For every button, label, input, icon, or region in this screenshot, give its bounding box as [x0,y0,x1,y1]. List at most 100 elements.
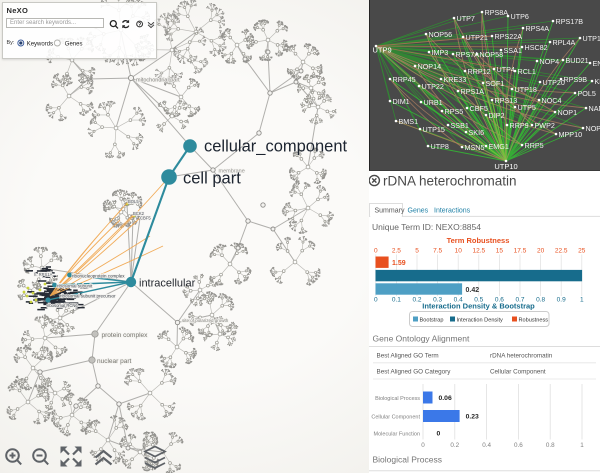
svg-text:UTP18: UTP18 [515,85,537,94]
svg-text:RRP12: RRP12 [468,67,491,76]
svg-text:ribosomal subunit precursor: ribosomal subunit precursor [60,294,116,299]
svg-text:Genes: Genes [408,207,429,214]
svg-text:Bootstrap: Bootstrap [420,317,444,323]
svg-text:RCL1: RCL1 [518,67,536,76]
svg-text:1: 1 [580,297,584,304]
svg-text:h. RPS1A: h. RPS1A [34,272,53,277]
svg-text:Cellular Component: Cellular Component [490,369,546,376]
svg-text:RRP45: RRP45 [393,75,416,84]
svg-text:EMG1: EMG1 [489,142,509,151]
svg-text:0: 0 [421,442,425,449]
svg-text:1: 1 [580,442,584,449]
svg-text:0.9: 0.9 [557,297,566,304]
svg-text:5: 5 [415,248,419,255]
svg-text:Robustness: Robustness [519,317,549,323]
svg-text:1.59: 1.59 [392,260,406,267]
svg-text:Unique Term ID: NEXO:8854: Unique Term ID: NEXO:8854 [372,222,481,232]
svg-text:17.5: 17.5 [514,248,527,255]
svg-text:mitochondrial part: mitochondrial part [136,78,180,84]
svg-text:15: 15 [496,248,504,255]
svg-text:UTP5: UTP5 [518,103,536,112]
svg-text:RRP9: RRP9 [510,121,529,130]
svg-text:RPS5: RPS5 [445,107,464,116]
svg-text:0.3: 0.3 [433,297,442,304]
svg-text:0.4: 0.4 [454,297,463,304]
svg-text:Interaction Density & Bootstra: Interaction Density & Bootstrap [422,302,535,311]
svg-text:protein complex: protein complex [102,332,149,339]
svg-text:0.2: 0.2 [450,442,459,449]
svg-text:UTP15: UTP15 [423,125,445,134]
svg-text:RPS8A: RPS8A [485,8,509,17]
svg-text:UTP4: UTP4 [497,65,515,74]
svg-text:BOL5: BOL5 [128,199,139,204]
svg-text:0.42: 0.42 [466,287,480,294]
svg-text:MPP10: MPP10 [559,130,583,139]
svg-text:NOP58: NOP58 [480,50,504,59]
svg-text:membrane: membrane [219,169,245,175]
svg-text:22.5: 22.5 [555,248,568,255]
svg-text:KRR1: KRR1 [595,77,600,86]
svg-text:NOP1: NOP1 [558,108,578,117]
svg-text:SSB1: SSB1 [451,121,469,130]
svg-text:DIM1: DIM1 [393,97,410,106]
svg-text:0.8: 0.8 [536,297,545,304]
svg-text:Cellular Component: Cellular Component [371,415,420,421]
svg-text:HSC82: HSC82 [525,43,548,52]
svg-text:RPS13: RPS13 [495,96,518,105]
svg-text:NOP56: NOP56 [429,30,453,39]
svg-text:URB1: URB1 [424,98,443,107]
svg-text:UTP7: UTP7 [457,14,475,23]
svg-text:NOP6: NOP6 [586,124,600,133]
svg-text:rDNA heterochromatin: rDNA heterochromatin [490,353,553,360]
svg-text:RPS7A: RPS7A [456,50,480,59]
svg-text:Biological Process: Biological Process [375,396,420,402]
svg-text:NOP14: NOP14 [418,62,442,71]
svg-text:RPS22A: RPS22A [495,32,523,41]
svg-text:7.5: 7.5 [433,248,442,255]
svg-text:0.7: 0.7 [515,297,524,304]
svg-text:NOP4: NOP4 [540,57,560,66]
svg-text:RPS4A: RPS4A [526,24,550,33]
svg-text:0.2: 0.2 [412,297,421,304]
svg-text:0: 0 [437,431,441,438]
svg-text:Interaction Density: Interaction Density [457,317,504,323]
svg-text:NOC4: NOC4 [542,96,562,105]
svg-text:SSA1: SSA1 [504,46,522,55]
svg-text:0.6: 0.6 [514,442,523,449]
svg-text:0.23: 0.23 [466,414,479,421]
svg-text:CBF5: CBF5 [140,216,151,221]
svg-text:0: 0 [374,297,378,304]
svg-text:UTP20: UTP20 [543,78,565,87]
svg-text:ribosomal subunit: ribosomal subunit [57,284,93,289]
svg-text:0.1: 0.1 [392,297,401,304]
svg-text:0.06: 0.06 [439,395,452,402]
svg-text:Molecular Function: Molecular Function [374,432,420,438]
svg-text:DIP2: DIP2 [489,111,505,120]
svg-text:ribosomal RCN6: ribosomal RCN6 [47,303,78,308]
svg-text:Best Aligned GO Term: Best Aligned GO Term [377,353,439,360]
svg-text:Keywords: Keywords [27,41,53,47]
svg-text:Summary: Summary [375,207,405,214]
svg-text:nuclear part: nuclear part [97,358,132,365]
svg-text:UTP10: UTP10 [494,162,517,171]
svg-text:10: 10 [455,248,463,255]
svg-text:BUD21: BUD21 [566,56,589,65]
svg-text:UTP13: UTP13 [583,34,600,43]
svg-text:site of polarized growth: site of polarized growth [182,318,229,323]
svg-text:IMP3: IMP3 [432,48,449,57]
svg-text:NAN1: NAN1 [589,104,600,113]
svg-text:0.8: 0.8 [546,442,555,449]
svg-text:Interactions: Interactions [434,207,471,214]
svg-text:UTP21: UTP21 [466,33,488,42]
svg-text:SKI6: SKI6 [469,128,485,137]
svg-text:RPS17B: RPS17B [556,17,584,26]
svg-text:0.4: 0.4 [482,442,491,449]
svg-text:CBF5: CBF5 [470,104,488,113]
svg-text:UTP9: UTP9 [373,46,392,55]
svg-text:0.6: 0.6 [495,297,504,304]
svg-text:ribonucleoprotein complex: ribonucleoprotein complex [72,274,125,279]
svg-text:UTP6: UTP6 [511,12,529,21]
svg-text:UTP8: UTP8 [431,142,449,151]
svg-text:RPS9B: RPS9B [564,75,588,84]
svg-text:intracellular: intracellular [139,278,196,290]
